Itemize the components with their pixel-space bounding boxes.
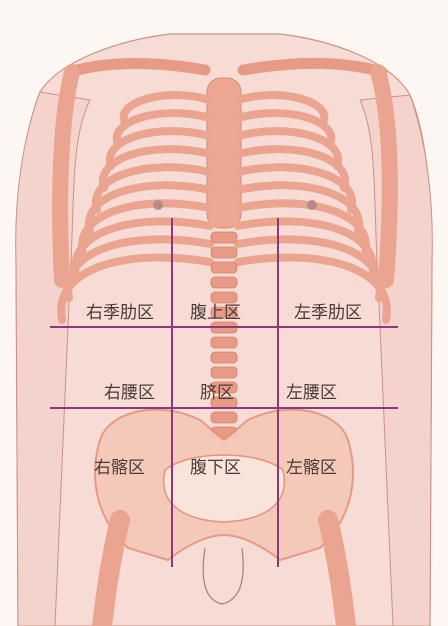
label-epigastric: 腹上区 [190,305,241,322]
label-hypogastric: 腹下区 [190,460,241,477]
vertebra-9 [211,352,237,363]
vertebra-3 [211,262,237,273]
label-right-iliac: 右髂区 [94,460,145,477]
label-right-lumbar: 右腰区 [104,385,155,402]
vertebra-1 [211,232,237,243]
vertebra-13 [211,412,237,423]
label-umbilical: 脐区 [200,385,234,402]
label-right-hypochondriac: 右季肋区 [86,305,154,322]
left-nipple [307,200,317,210]
vertebra-8 [211,337,237,348]
label-left-lumbar: 左腰区 [286,385,337,402]
vertebra-10 [211,367,237,378]
vertebra-5 [211,292,237,303]
right-nipple [153,200,163,210]
vertebra-4 [211,277,237,288]
label-left-iliac: 左髂区 [286,460,337,477]
vertebra-2 [211,247,237,258]
label-left-hypochondriac: 左季肋区 [294,305,362,322]
